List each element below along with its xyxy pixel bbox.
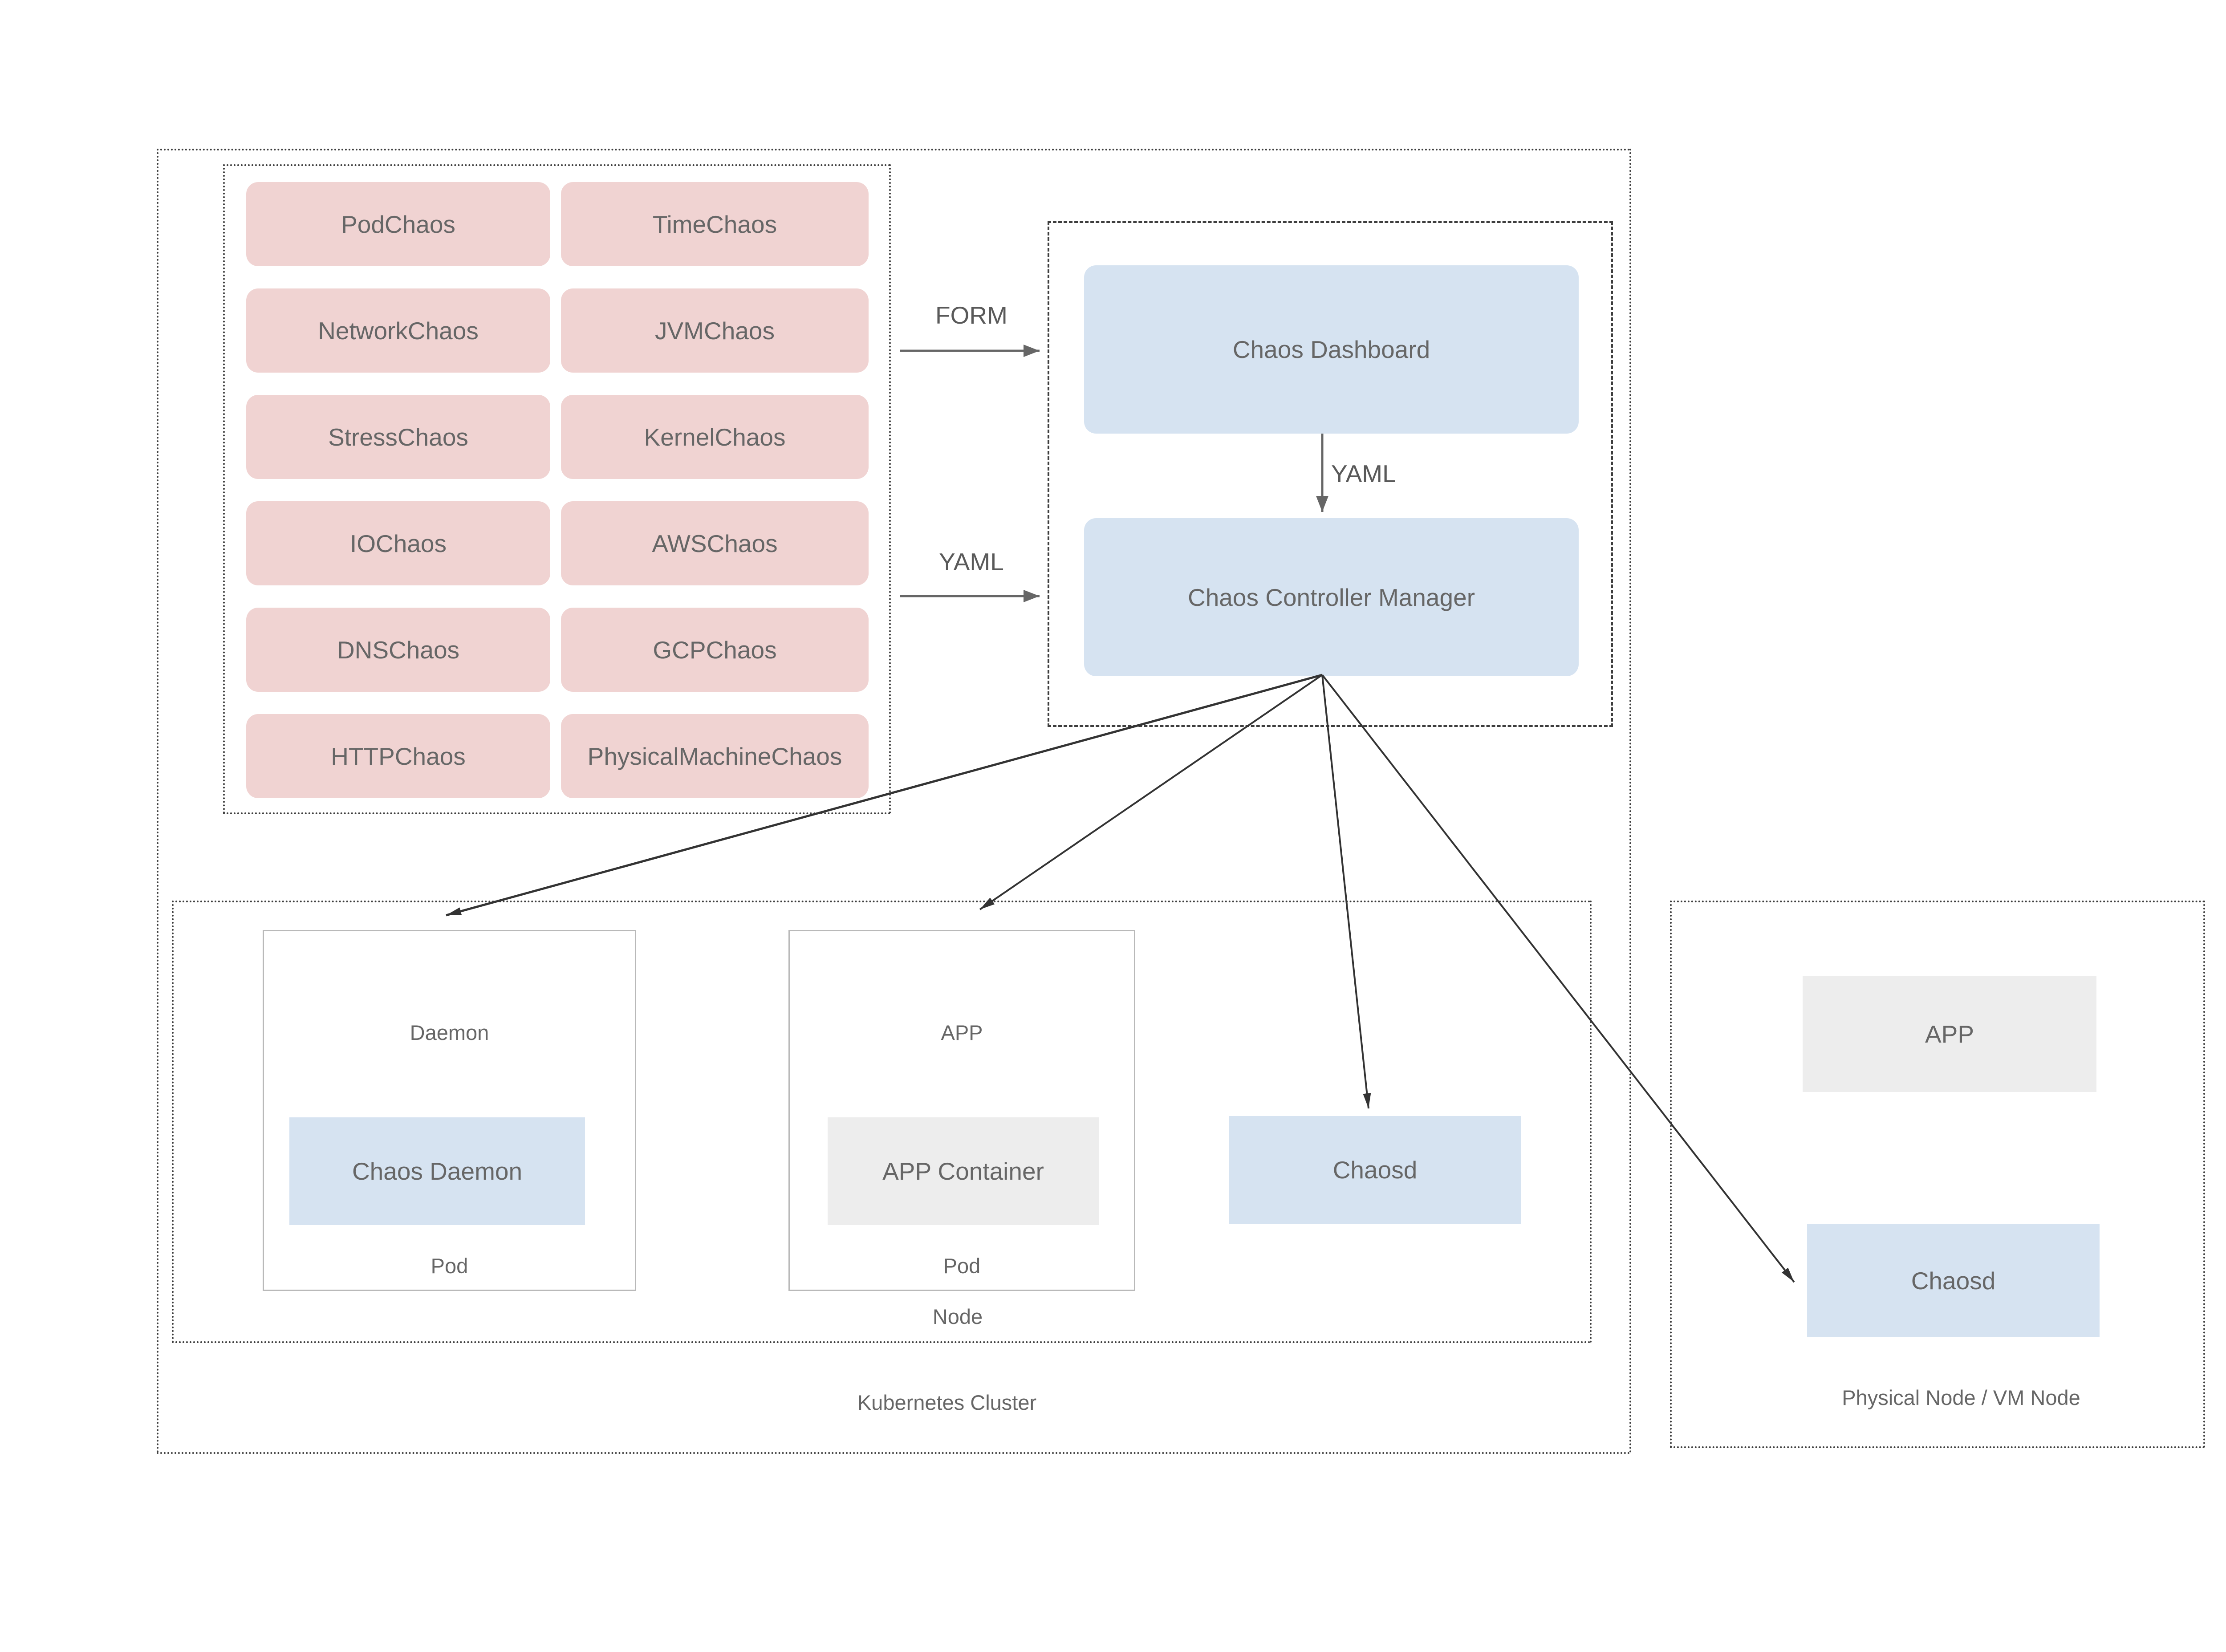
app-pod-box: APP APP Container Pod — [788, 930, 1135, 1291]
chaos-type-iochaos: IOChaos — [246, 501, 550, 585]
chaos-type-jvmchaos: JVMChaos — [561, 288, 869, 373]
chaos-type-physicalmachinechaos: PhysicalMachineChaos — [561, 714, 869, 798]
chaos-type-kernelchaos: KernelChaos — [561, 395, 869, 479]
chaos-controller-manager-box: Chaos Controller Manager — [1084, 518, 1579, 676]
daemon-pod-kind-label: Pod — [431, 1254, 468, 1278]
chaosd-node-label: Chaosd — [1332, 1156, 1418, 1184]
physical-chaosd-box: Chaosd — [1807, 1224, 2100, 1337]
chaos-type-podchaos: PodChaos — [246, 182, 550, 266]
chaosd-node-box: Chaosd — [1229, 1116, 1521, 1224]
chaos-type-httpchaos: HTTPChaos — [246, 714, 550, 798]
chaos-dashboard-box: Chaos Dashboard — [1084, 265, 1579, 434]
chaos-types-grid: PodChaos TimeChaos NetworkChaos JVMChaos… — [246, 182, 869, 798]
yaml-down-edge-label: YAML — [1331, 460, 1396, 487]
chaos-dashboard-label: Chaos Dashboard — [1232, 336, 1430, 363]
app-container-box: APP Container — [828, 1117, 1099, 1225]
chaos-daemon-box: Chaos Daemon — [289, 1117, 585, 1225]
app-container-label: APP Container — [882, 1157, 1044, 1185]
physical-node-label: Physical Node / VM Node — [1842, 1386, 2080, 1409]
yaml-in-edge-label: YAML — [939, 548, 1004, 576]
chaos-daemon-label: Chaos Daemon — [352, 1157, 523, 1185]
form-edge-label: FORM — [935, 301, 1007, 329]
kubernetes-cluster-label: Kubernetes Cluster — [857, 1391, 1037, 1414]
chaos-controller-manager-label: Chaos Controller Manager — [1187, 583, 1475, 611]
daemon-role-label: Daemon — [410, 1021, 489, 1044]
chaos-type-dnschaos: DNSChaos — [246, 608, 550, 692]
chaos-type-awschaos: AWSChaos — [561, 501, 869, 585]
node-box: Daemon Chaos Daemon Pod APP APP Containe… — [172, 901, 1592, 1343]
chaos-type-gcpchaos: GCPChaos — [561, 608, 869, 692]
control-plane-box: Chaos Dashboard Chaos Controller Manager — [1048, 221, 1613, 727]
physical-chaosd-label: Chaosd — [1911, 1266, 1996, 1295]
chaos-type-stresschaos: StressChaos — [246, 395, 550, 479]
chaos-type-timechaos: TimeChaos — [561, 182, 869, 266]
app-role-label: APP — [941, 1021, 983, 1044]
chaos-types-box: PodChaos TimeChaos NetworkChaos JVMChaos… — [223, 164, 891, 814]
app-pod-kind-label: Pod — [943, 1254, 981, 1278]
physical-app-label: APP — [1925, 1020, 1974, 1048]
chaos-type-networkchaos: NetworkChaos — [246, 288, 550, 373]
physical-app-box: APP — [1803, 976, 2096, 1092]
daemon-pod-box: Daemon Chaos Daemon Pod — [263, 930, 636, 1291]
node-label: Node — [932, 1305, 983, 1328]
physical-node-box: APP Chaosd Physical Node / VM Node — [1670, 901, 2205, 1448]
